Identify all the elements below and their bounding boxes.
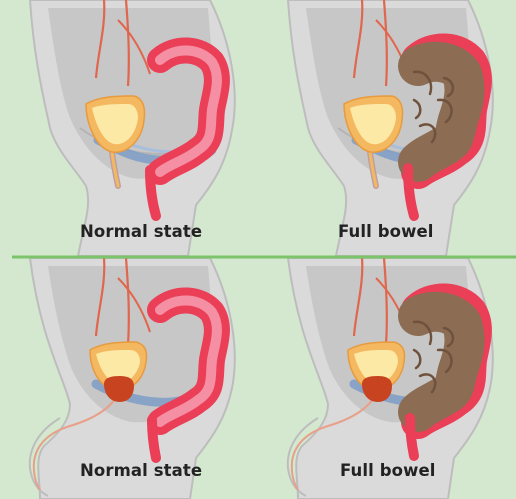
row-divider <box>12 256 516 259</box>
panel-top-left <box>30 0 235 256</box>
label-bottom-left: Normal state <box>80 461 202 480</box>
panel-top-right <box>288 0 493 256</box>
label-top-right: Full bowel <box>338 222 434 241</box>
label-bottom-right: Full bowel <box>340 461 436 480</box>
label-top-left: Normal state <box>80 222 202 241</box>
